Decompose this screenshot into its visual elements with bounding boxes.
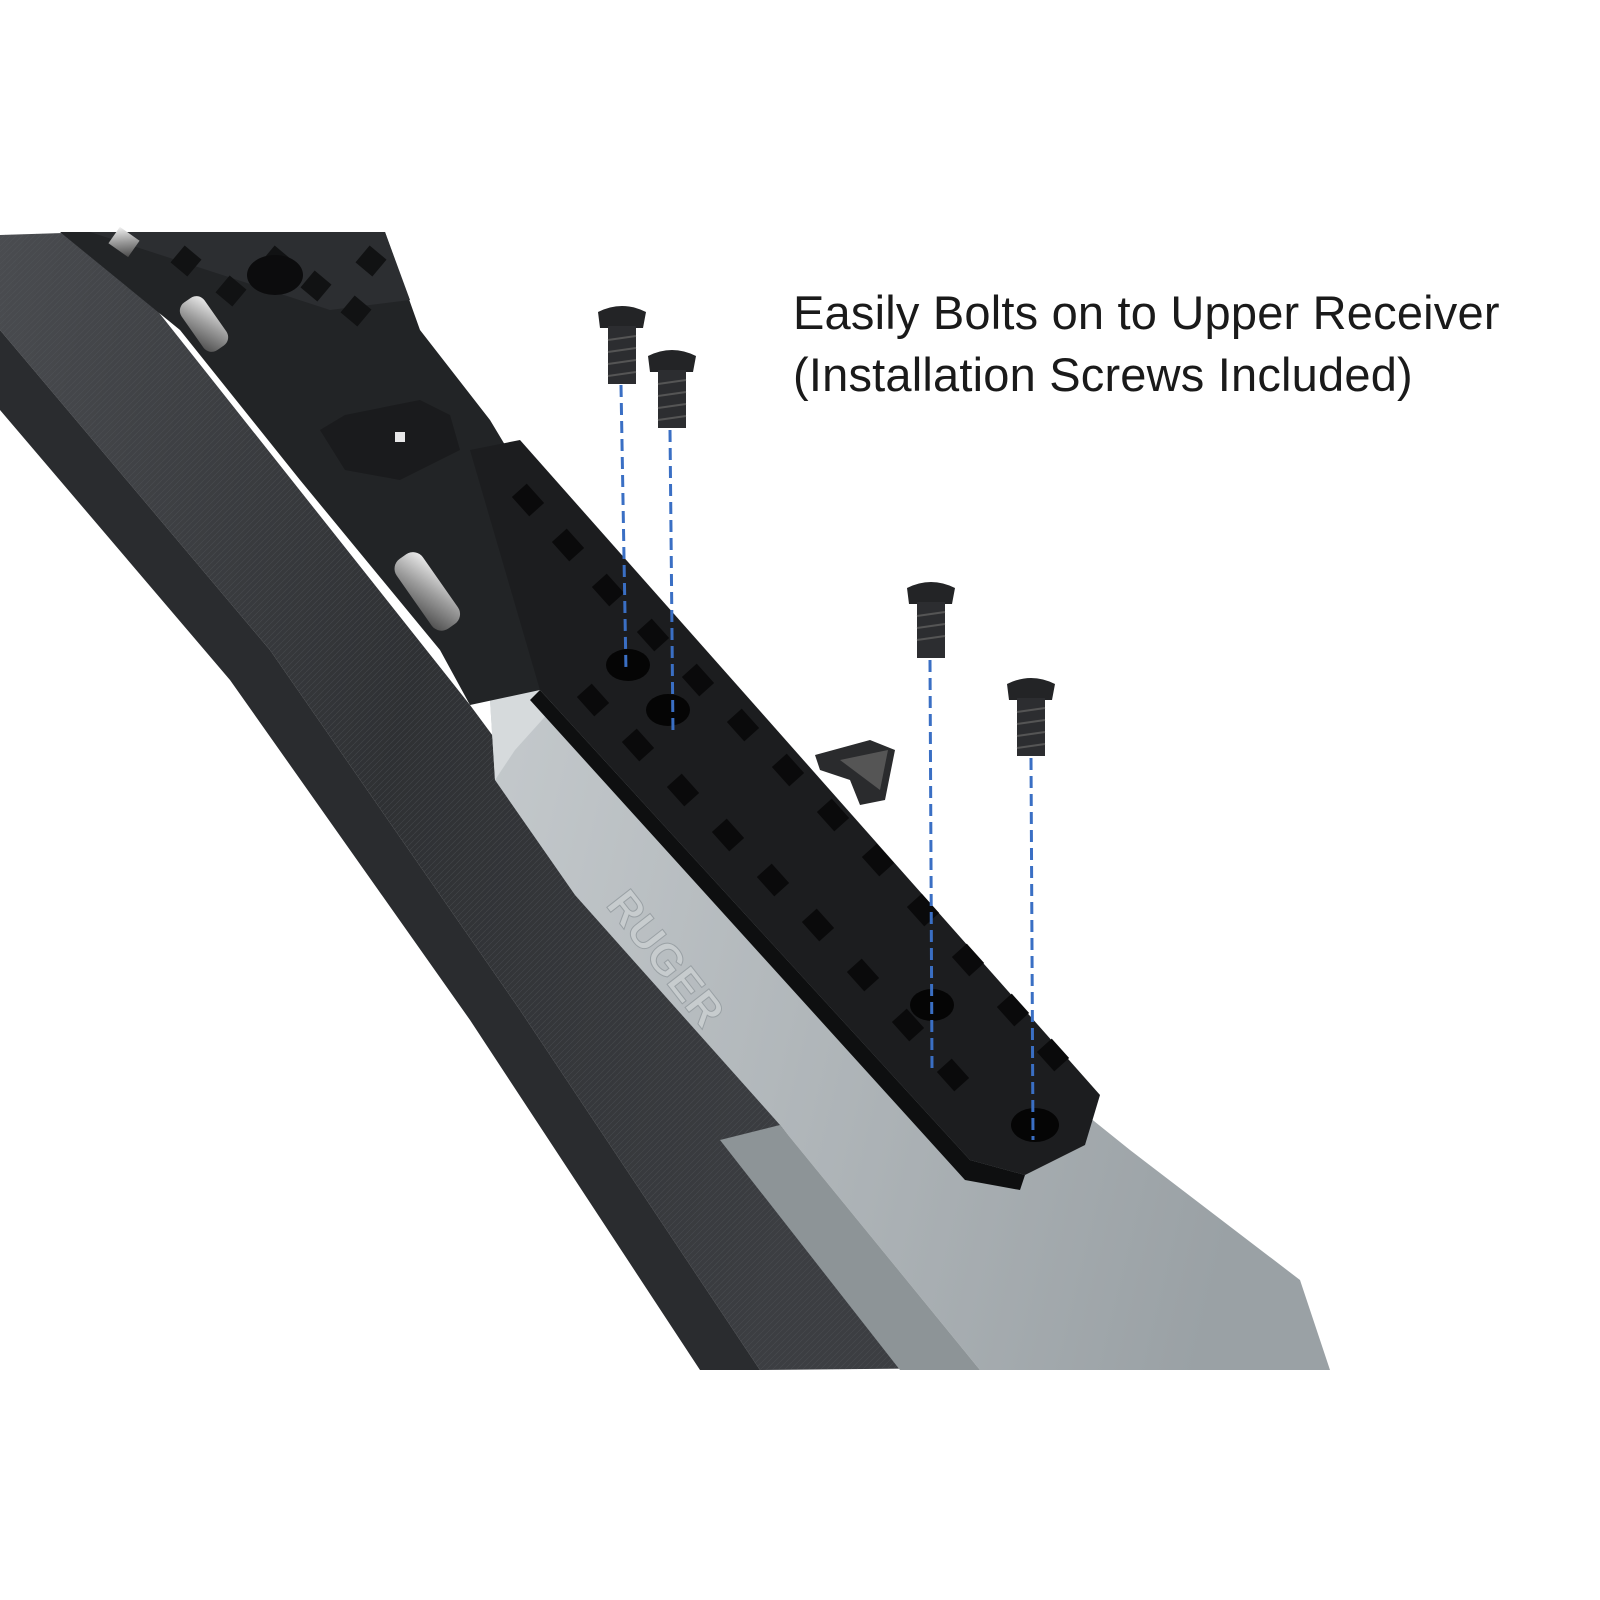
screw [598,306,646,673]
handguard-rail [60,226,610,705]
scope-base-rail [470,440,1100,1190]
installation-screws [598,306,1055,1141]
rifle-stock [0,232,960,1370]
installation-caption: Easily Bolts on to Upper Receiver (Insta… [793,282,1593,406]
caption-line-2: (Installation Screws Included) [793,348,1413,401]
screw [648,350,696,736]
caption-line-1: Easily Bolts on to Upper Receiver [793,286,1500,339]
screw-hole [606,649,650,681]
handguard-pin [179,296,229,352]
screw-hole [646,694,690,726]
screw-hole [1011,1108,1059,1142]
handguard-pin [108,226,140,258]
screw [1007,678,1055,1141]
screw [907,582,955,1069]
handguard-pin [394,552,461,631]
